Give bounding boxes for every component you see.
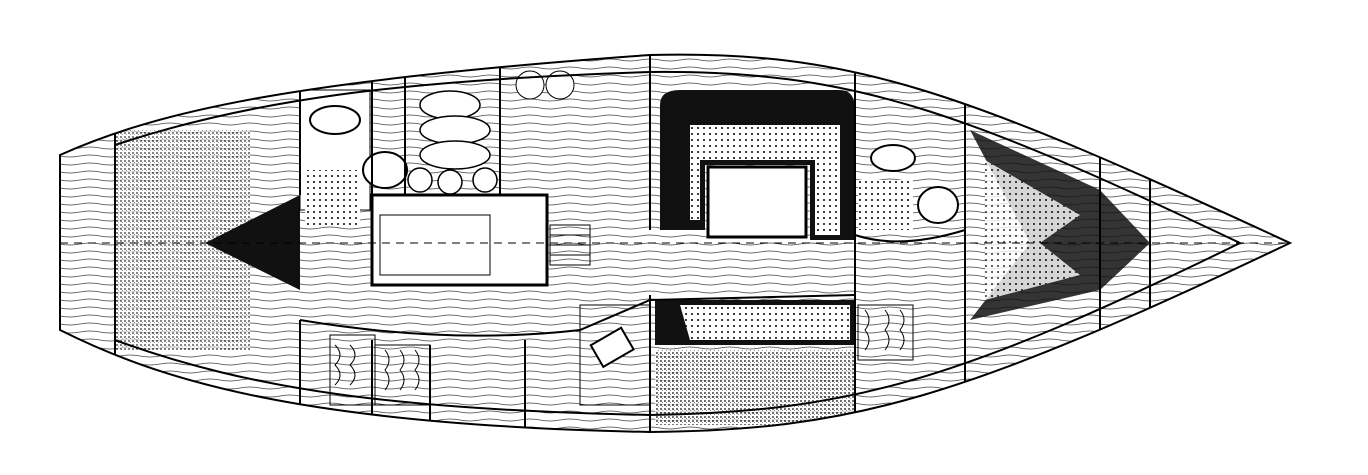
hull xyxy=(59,53,1293,434)
companionway-steps xyxy=(549,224,591,266)
sink-icon xyxy=(309,105,361,135)
hanging-lockers xyxy=(329,304,914,406)
stowage-bags xyxy=(407,90,498,195)
forward-sink-icon xyxy=(870,144,916,172)
saloon-table xyxy=(706,165,808,239)
forward-toilet-icon xyxy=(917,186,959,224)
toilet-icon xyxy=(362,151,408,189)
aft-cabin-floor xyxy=(205,195,300,290)
